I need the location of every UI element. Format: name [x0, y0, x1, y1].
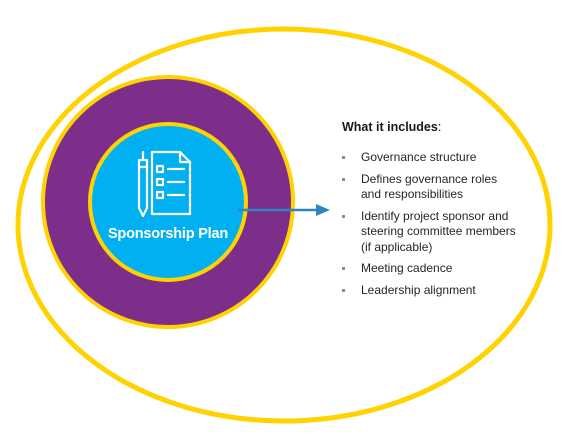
list-item-text: Identify project sponsor and steering co…: [361, 208, 516, 254]
list-item-text: Defines governance roles and responsibil…: [361, 171, 498, 202]
checklist-pen-icon: [137, 150, 192, 218]
bullet-icon: [342, 177, 345, 181]
center-label: Sponsorship Plan: [107, 226, 229, 242]
bullet-icon: [342, 214, 345, 218]
info-title-bold: What it includes: [342, 120, 438, 134]
list-item: Defines governance roles and responsibil…: [342, 172, 517, 203]
info-list: Governance structure Defines governance …: [342, 150, 517, 304]
list-item-text: Meeting cadence: [361, 261, 453, 275]
inner-circle: [88, 122, 248, 282]
info-title: What it includes:: [342, 120, 441, 134]
list-item: Identify project sponsor and steering co…: [342, 209, 517, 256]
list-item: Meeting cadence: [342, 261, 517, 277]
bullet-icon: [342, 288, 345, 292]
list-item: Leadership alignment: [342, 283, 517, 299]
info-title-suffix: :: [437, 120, 442, 134]
list-item-text: Governance structure: [361, 150, 477, 164]
list-item-text: Leadership alignment: [361, 282, 476, 297]
list-item: Governance structure: [342, 150, 517, 166]
outer-ring: [15, 26, 553, 424]
bullet-icon: [342, 156, 345, 159]
bullet-icon: [342, 267, 345, 270]
connector-arrowhead: [316, 204, 330, 216]
